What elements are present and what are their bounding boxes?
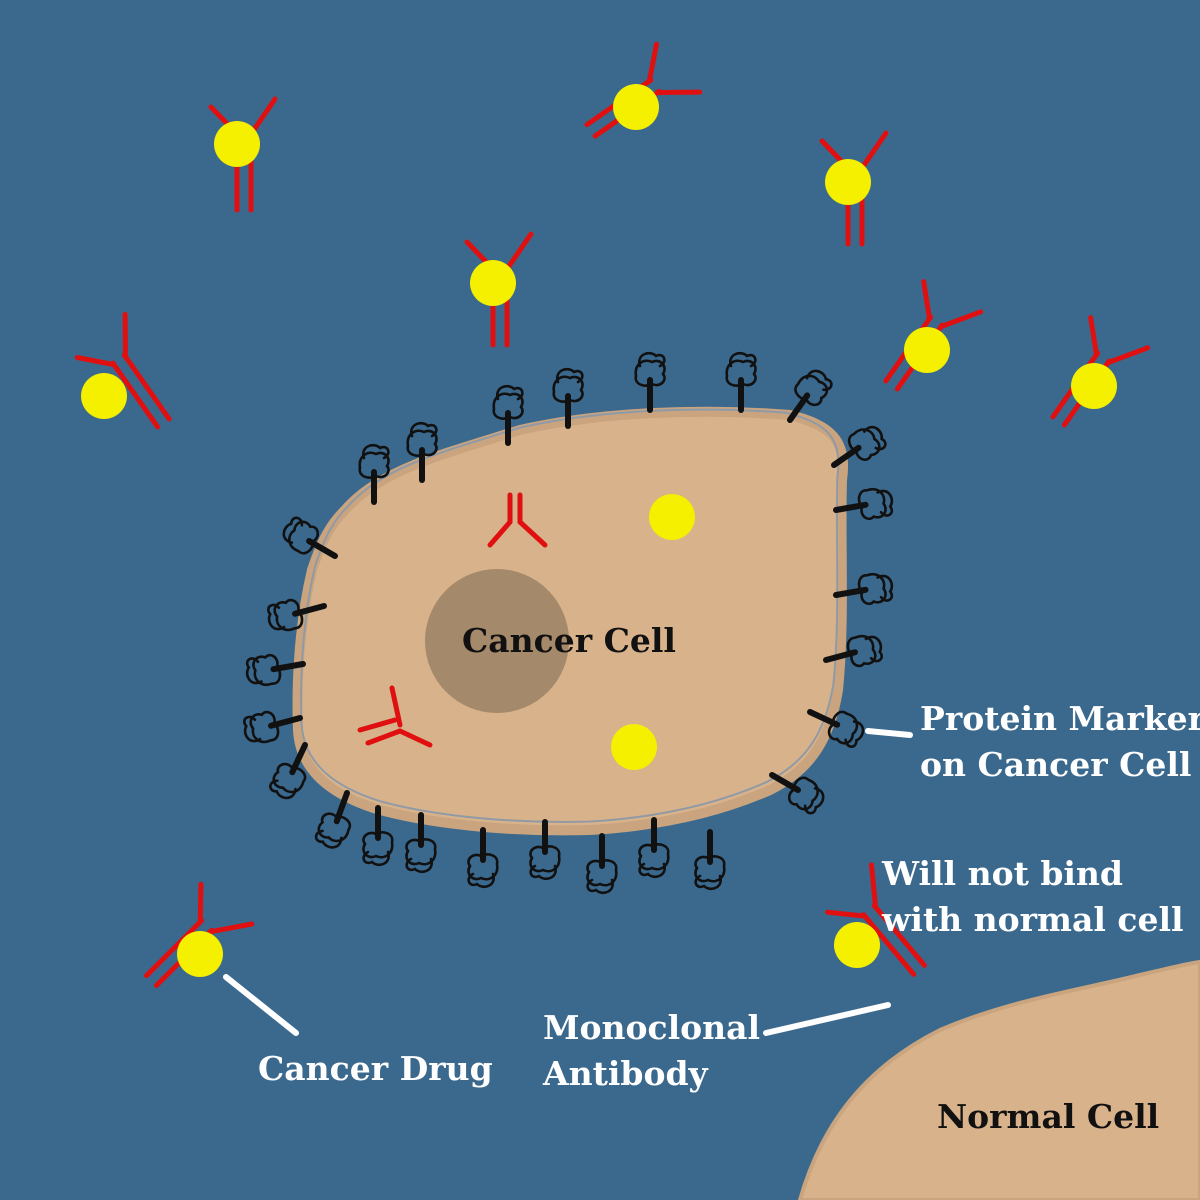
drug-antibody-conjugate	[1032, 311, 1148, 439]
pointer-lines	[223, 728, 913, 1036]
drug-pointer	[223, 974, 299, 1036]
free-conjugates	[73, 40, 1148, 1003]
cancer-cell-body	[292, 406, 849, 836]
internalized-antibody	[357, 685, 433, 748]
antibody-pointer	[763, 1002, 891, 1036]
protein-marker-label-line: Protein Marker	[920, 699, 1200, 738]
antibody-label-line: Monoclonal	[543, 1008, 761, 1047]
protein-marker-label-line: on Cancer Cell	[920, 745, 1192, 784]
cancer-cell-label: Cancer Cell	[462, 621, 676, 660]
cancer-drug-label: Cancer Drug	[258, 1049, 493, 1088]
no-bind-label-line: with normal cell	[882, 900, 1184, 939]
normal-cell-label: Normal Cell	[937, 1097, 1160, 1136]
drug-antibody-conjugate	[467, 234, 531, 345]
antibody-label: Monoclonal Antibody	[543, 1005, 760, 1097]
internalized-drug	[611, 724, 657, 770]
drug-antibody-conjugate	[73, 314, 189, 442]
drug-antibody-conjugate	[128, 879, 252, 1003]
internalized-antibody	[487, 492, 548, 548]
antibody-label-line: Antibody	[543, 1054, 708, 1093]
drug-antibody-conjugate	[572, 40, 700, 156]
no-bind-label-line: Will not bind	[882, 854, 1123, 893]
no-bind-label: Will not bind with normal cell	[882, 851, 1184, 943]
drug-antibody-conjugate	[822, 865, 942, 991]
cancer-cell-nucleus	[425, 569, 569, 713]
drug-antibody-conjugate	[822, 133, 886, 244]
marker-pointer	[865, 728, 913, 738]
drug-antibody-conjugate	[211, 99, 275, 210]
normal-cell-body	[797, 959, 1200, 1200]
drug-antibody-conjugate	[865, 275, 981, 403]
internalized-drug	[649, 494, 695, 540]
protein-marker-label: Protein Marker on Cancer Cell	[920, 696, 1200, 788]
cancer-cell-membrane	[300, 408, 840, 823]
